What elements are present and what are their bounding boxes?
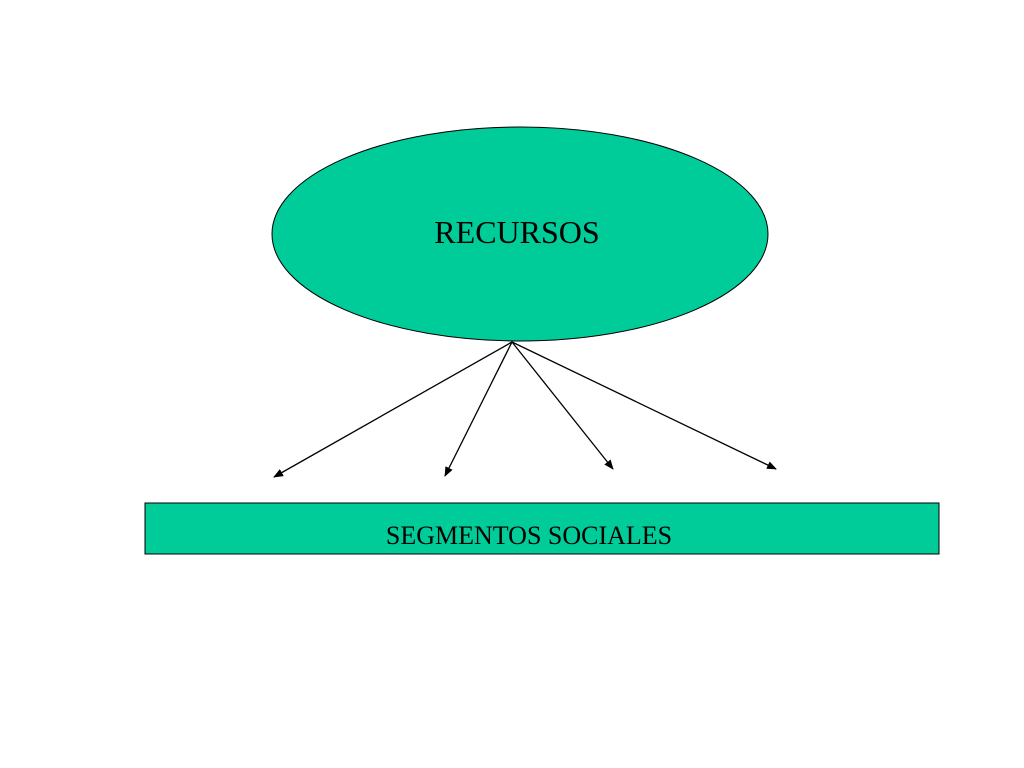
arrow-3	[511, 341, 614, 470]
arrow-2	[444, 341, 513, 477]
arrow-group	[273, 341, 777, 478]
segmentos-node: SEGMENTOS SOCIALES	[144, 502, 940, 555]
segmentos-label: SEGMENTOS SOCIALES	[386, 521, 672, 550]
arrow-4	[511, 341, 777, 470]
recursos-ellipse	[271, 126, 769, 342]
segmentos-rect	[144, 502, 940, 555]
arrow-1	[273, 341, 513, 478]
recursos-node: RECURSOS	[271, 126, 769, 342]
recursos-label: RECURSOS	[434, 214, 599, 250]
